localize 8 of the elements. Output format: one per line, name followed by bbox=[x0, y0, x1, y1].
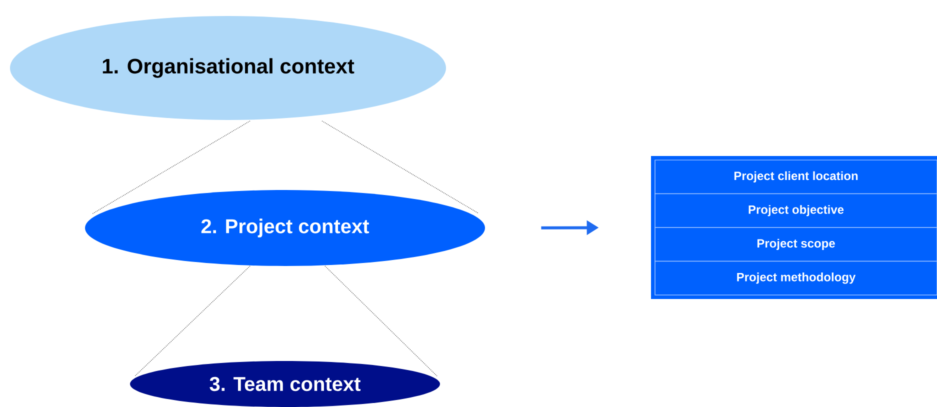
item-box: Project client location bbox=[654, 160, 937, 194]
dotted-line bbox=[134, 266, 250, 376]
item-box: Project scope bbox=[654, 227, 937, 262]
dotted-line bbox=[324, 266, 438, 376]
dotted-line bbox=[92, 120, 250, 214]
item-box: Project methodology bbox=[654, 260, 937, 296]
dotted-line bbox=[322, 120, 478, 214]
item-box: Project objective bbox=[654, 193, 937, 228]
